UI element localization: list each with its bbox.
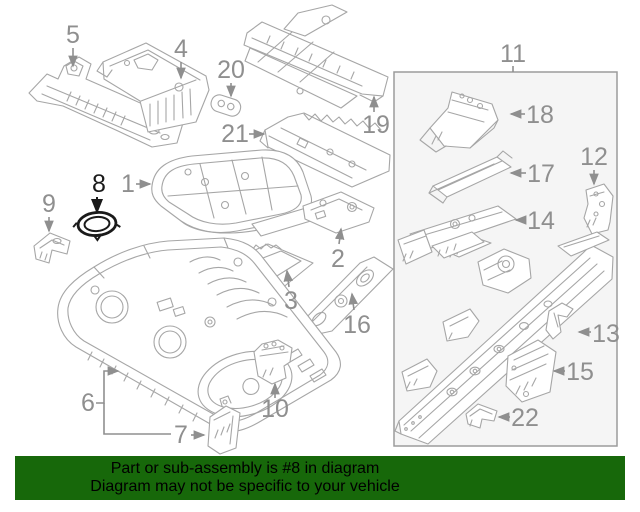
part-10-drawing bbox=[253, 339, 293, 385]
part-19-drawing bbox=[243, 4, 389, 109]
callout-17: 17 bbox=[509, 160, 555, 188]
callout-label-22: 22 bbox=[511, 404, 539, 432]
callout-2: 2 bbox=[331, 227, 345, 273]
callout-label-20: 20 bbox=[217, 56, 245, 84]
part-22-drawing bbox=[465, 403, 498, 429]
callout-label-7: 7 bbox=[174, 421, 188, 449]
callout-11: 11 bbox=[500, 40, 526, 72]
part-17-drawing bbox=[428, 150, 513, 204]
part-13-drawing bbox=[545, 302, 574, 340]
callout-10: 10 bbox=[261, 382, 289, 423]
callout-label-2: 2 bbox=[331, 245, 345, 273]
part-12-drawing bbox=[557, 183, 614, 257]
callout-5: 5 bbox=[66, 21, 80, 68]
callout-4: 4 bbox=[174, 35, 188, 80]
part-5-drawing bbox=[28, 56, 184, 148]
callout-16: 16 bbox=[343, 292, 371, 339]
callout-21: 21 bbox=[221, 120, 266, 148]
banner-line2: Diagram may not be specific to your vehi… bbox=[90, 478, 400, 495]
callout-label-9: 9 bbox=[42, 190, 56, 218]
callout-leader-3 bbox=[283, 269, 294, 288]
callout-9: 9 bbox=[42, 190, 56, 233]
callout-3: 3 bbox=[283, 269, 298, 315]
callout-leader-16 bbox=[348, 292, 359, 311]
callout-15: 15 bbox=[552, 358, 594, 386]
part-1-drawing bbox=[151, 149, 313, 234]
callout-label-3: 3 bbox=[284, 287, 298, 315]
part-2-drawing bbox=[251, 191, 375, 237]
callout-7: 7 bbox=[174, 421, 206, 449]
callout-14: 14 bbox=[514, 207, 555, 235]
callout-label-15: 15 bbox=[566, 358, 594, 386]
part-20-drawing bbox=[210, 94, 242, 117]
part-14-drawing bbox=[397, 205, 517, 265]
part-7-drawing bbox=[207, 395, 241, 455]
part-4-drawing bbox=[96, 42, 210, 133]
callout-label-21: 21 bbox=[221, 120, 249, 148]
part-15-drawing bbox=[505, 339, 557, 403]
callout-22: 22 bbox=[497, 404, 539, 432]
callout-label-10: 10 bbox=[261, 395, 289, 423]
callout-8: 8 bbox=[91, 170, 106, 214]
callout-label-4: 4 bbox=[174, 35, 188, 63]
selected-part-banner: Part or sub-assembly is #8 in diagram Di… bbox=[15, 456, 625, 500]
callout-18: 18 bbox=[509, 101, 554, 129]
callout-label-12: 12 bbox=[580, 143, 608, 171]
callout-label-8: 8 bbox=[92, 170, 106, 198]
callout-label-11: 11 bbox=[500, 40, 526, 68]
callout-label-5: 5 bbox=[66, 21, 80, 49]
part-8-ring-highlight bbox=[72, 211, 121, 242]
part-18-drawing bbox=[419, 91, 499, 153]
callout-label-18: 18 bbox=[526, 101, 554, 129]
callout-leader-6 bbox=[103, 403, 171, 435]
callout-label-6: 6 bbox=[81, 389, 95, 417]
callout-1: 1 bbox=[121, 170, 152, 198]
callout-12: 12 bbox=[580, 143, 608, 186]
callout-label-14: 14 bbox=[527, 207, 555, 235]
callout-leader-6 bbox=[96, 366, 120, 404]
callout-6: 6 bbox=[81, 366, 171, 435]
callout-label-13: 13 bbox=[592, 320, 620, 348]
callout-label-19: 19 bbox=[362, 111, 390, 139]
callout-13: 13 bbox=[577, 320, 620, 348]
callout-19: 19 bbox=[362, 95, 390, 139]
part-9-drawing bbox=[33, 232, 71, 264]
callout-label-16: 16 bbox=[343, 311, 371, 339]
callout-20: 20 bbox=[217, 56, 245, 98]
banner-line1: Part or sub-assembly is #8 in diagram bbox=[110, 459, 380, 477]
callout-leader-2 bbox=[334, 227, 345, 245]
callout-label-1: 1 bbox=[121, 170, 135, 198]
callout-label-17: 17 bbox=[527, 160, 555, 188]
